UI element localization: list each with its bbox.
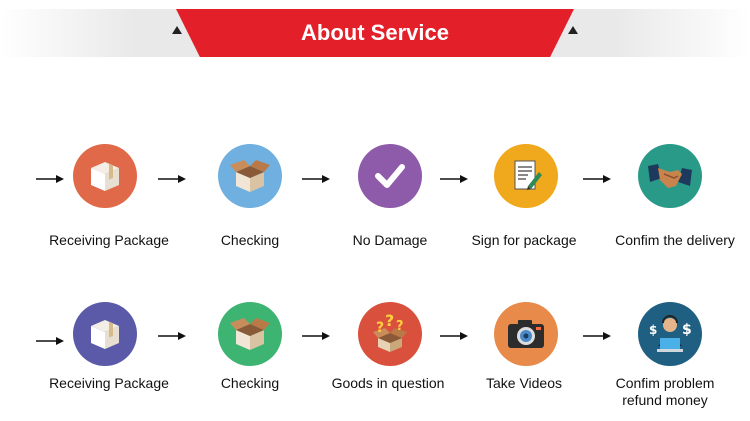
box-open-icon bbox=[230, 318, 270, 350]
step-label-line-2: refund money bbox=[622, 392, 708, 408]
step-sign-for-package bbox=[494, 144, 558, 208]
arrow-right-icon bbox=[583, 332, 611, 340]
handshake-icon bbox=[648, 164, 692, 188]
box-open-icon bbox=[230, 160, 270, 192]
step-label: No Damage bbox=[352, 232, 428, 248]
step-label: Receiving Package bbox=[49, 375, 169, 391]
step-goods-in-question: ? ? ? bbox=[358, 302, 422, 366]
question-box-icon: ? ? ? bbox=[373, 312, 407, 352]
step-checking bbox=[218, 302, 282, 366]
svg-text:?: ? bbox=[376, 320, 384, 336]
svg-text:?: ? bbox=[396, 319, 404, 334]
step-label: Take Videos bbox=[485, 375, 562, 391]
header-banner bbox=[176, 9, 574, 57]
banner-right-triangle bbox=[568, 26, 578, 34]
step-label: Receiving Package bbox=[49, 232, 169, 248]
page-title: About Service bbox=[301, 20, 449, 45]
box-closed-icon bbox=[91, 162, 119, 191]
sign-document-icon bbox=[514, 160, 542, 190]
step-receiving-package bbox=[73, 302, 137, 366]
refund-support-icon: $ $ bbox=[649, 315, 692, 352]
arrow-right-icon bbox=[36, 337, 64, 345]
step-label-line-1: Confim problem bbox=[615, 375, 715, 391]
step-receiving-package bbox=[73, 144, 137, 208]
svg-text:$: $ bbox=[649, 323, 657, 337]
step-no-damage bbox=[358, 144, 422, 208]
arrow-right-icon bbox=[158, 175, 186, 183]
step-label: Sign for package bbox=[471, 232, 577, 248]
step-label: Checking bbox=[220, 375, 280, 391]
step-label: Confim problem refund money bbox=[590, 375, 740, 409]
step-confirm-problem-refund: $ $ bbox=[638, 302, 702, 366]
box-closed-icon bbox=[91, 320, 119, 349]
arrow-right-icon bbox=[440, 175, 468, 183]
step-take-videos bbox=[494, 302, 558, 366]
checkmark-icon bbox=[375, 164, 405, 188]
arrow-right-icon bbox=[302, 175, 330, 183]
step-label: Confim the delivery bbox=[615, 232, 735, 248]
step-confirm-delivery bbox=[638, 144, 702, 208]
arrow-right-icon bbox=[36, 175, 64, 183]
step-checking bbox=[218, 144, 282, 208]
arrow-right-icon bbox=[583, 175, 611, 183]
svg-text:$: $ bbox=[682, 322, 692, 338]
banner-left-triangle bbox=[172, 26, 182, 34]
arrow-right-icon bbox=[440, 332, 468, 340]
step-label: Goods in question bbox=[331, 375, 445, 391]
arrow-right-icon bbox=[302, 332, 330, 340]
step-label: Checking bbox=[220, 232, 280, 248]
svg-text:?: ? bbox=[385, 312, 394, 330]
arrow-right-icon bbox=[158, 332, 186, 340]
camera-icon bbox=[508, 320, 544, 348]
